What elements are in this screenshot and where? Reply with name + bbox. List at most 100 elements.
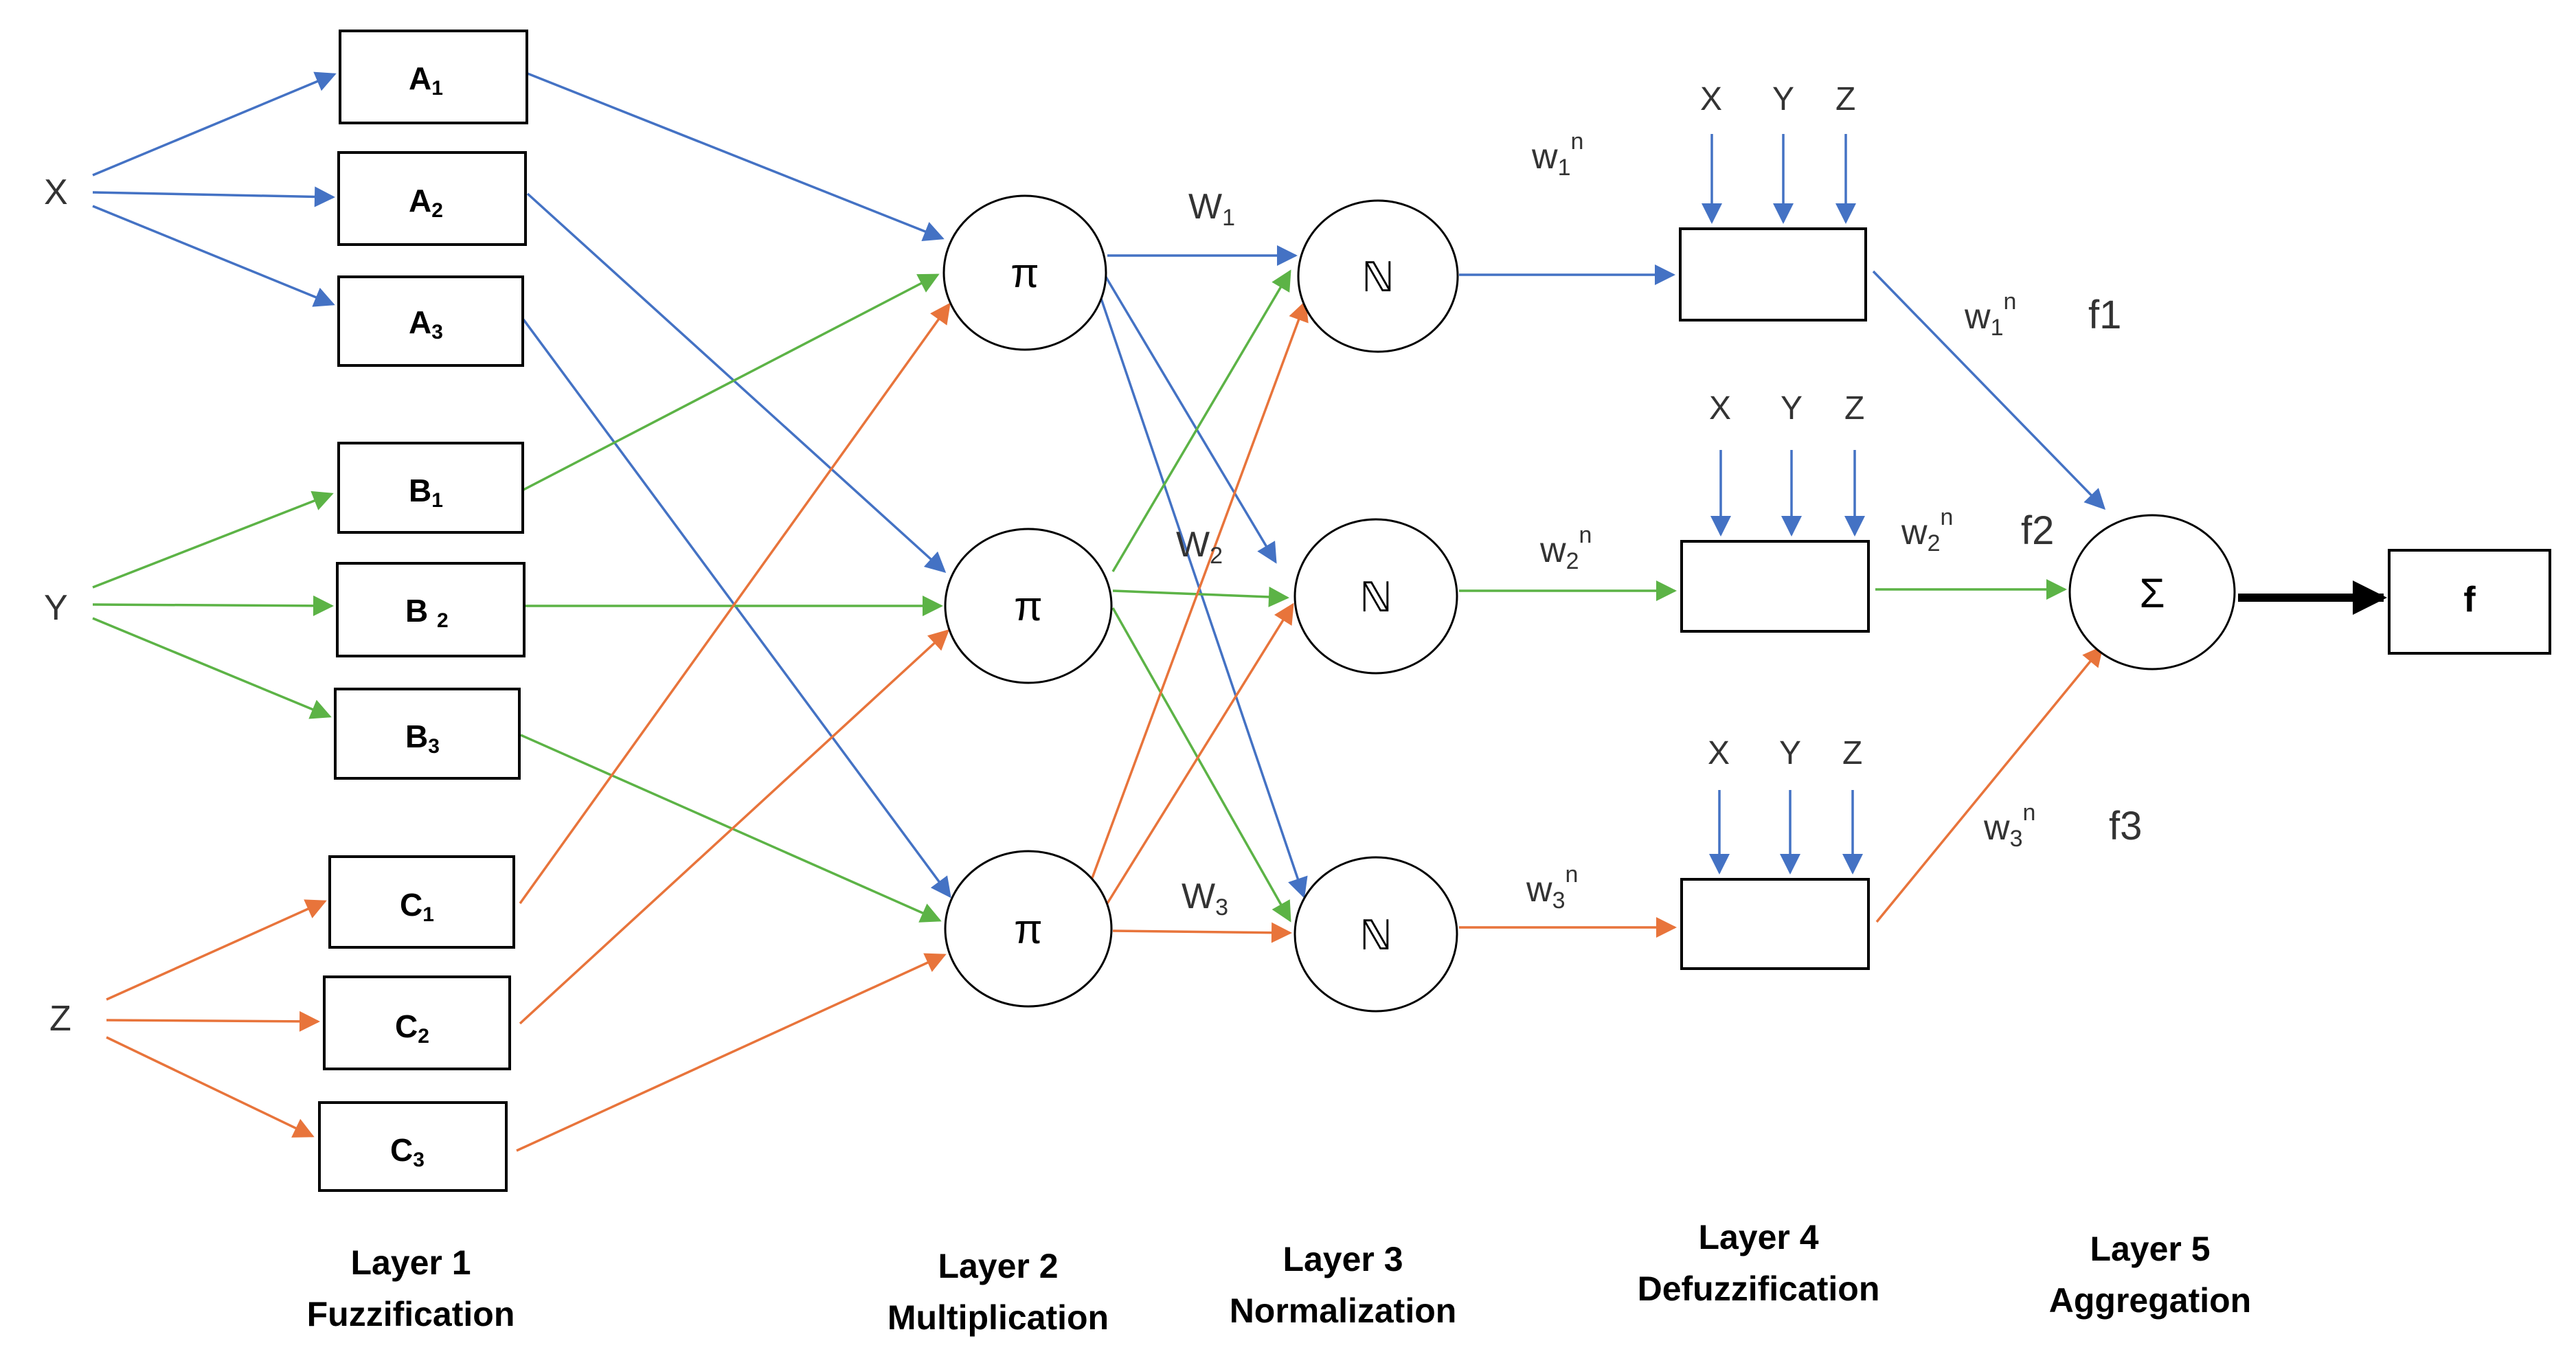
consequent-f2-label: f2 bbox=[2021, 508, 2054, 553]
sum-node-symbol: Σ bbox=[2139, 570, 2165, 616]
weight-w1n-label-a: w1n bbox=[1531, 128, 1583, 181]
edges-layer2-to-layer3 bbox=[1091, 245, 1309, 943]
mf-box-a1 bbox=[339, 30, 528, 124]
mf-a3-label: A3 bbox=[409, 304, 443, 343]
edge-c3-p3 bbox=[516, 953, 947, 1152]
input-x-label: X bbox=[44, 172, 68, 212]
mf-box-c2 bbox=[323, 975, 511, 1070]
edge-y-b1 bbox=[92, 490, 334, 589]
normalize-node-1-symbol: ℕ bbox=[1362, 254, 1394, 300]
defuzz-3-y-label: Y bbox=[1779, 735, 1801, 771]
edge-d1-sum bbox=[1872, 270, 2106, 510]
mf-box-a3 bbox=[337, 275, 524, 367]
layer5-subtitle: Aggregation bbox=[2049, 1281, 2251, 1320]
edge-z-c1 bbox=[106, 899, 327, 1001]
defuzz-1-y-label: Y bbox=[1772, 81, 1794, 117]
defuzz-box-1 bbox=[1679, 227, 1867, 321]
edge-p2-n2 bbox=[1112, 586, 1289, 607]
edge-p3-n1 bbox=[1091, 300, 1309, 879]
defuzz-box-2 bbox=[1680, 540, 1870, 633]
layer4-subtitle: Defuzzification bbox=[1638, 1270, 1880, 1308]
defuzz-3-x-label: X bbox=[1708, 735, 1730, 771]
weight-w1n-label-b: w1n bbox=[1964, 289, 2016, 341]
defuzz-2-y-label: Y bbox=[1781, 390, 1803, 427]
product-node-1 bbox=[942, 194, 1107, 351]
layer2-subtitle: Multiplication bbox=[888, 1298, 1109, 1337]
mf-b3-label: B3 bbox=[405, 719, 440, 758]
edge-a2-p2 bbox=[526, 192, 947, 574]
normalize-node-3 bbox=[1293, 856, 1458, 1013]
product-node-1-symbol: π bbox=[1010, 250, 1039, 296]
edges-input-to-layer1 bbox=[92, 71, 337, 1138]
edge-z-c2 bbox=[106, 1011, 320, 1032]
defuzz-box-3 bbox=[1680, 878, 1870, 970]
edges-xyz-to-layer4 bbox=[1702, 134, 1865, 875]
edge-p2-n1 bbox=[1111, 269, 1291, 572]
weight-w2n-label-a: w2n bbox=[1539, 522, 1592, 574]
defuzz-2-z-label: Z bbox=[1844, 390, 1864, 427]
weight-w3n-label-b: w3n bbox=[1983, 800, 2035, 852]
edge-d3-sum bbox=[1875, 645, 2103, 923]
product-node-3 bbox=[944, 850, 1113, 1008]
output-box bbox=[2388, 549, 2551, 655]
weight-w2n-label-b: w2n bbox=[1901, 504, 1953, 556]
mf-c3-label: C3 bbox=[390, 1132, 425, 1171]
layer-labels: Layer 1 Fuzzification Layer 2 Multiplica… bbox=[307, 1218, 2252, 1337]
normalize-node-3-symbol: ℕ bbox=[1359, 912, 1392, 958]
edge-p1-n3 bbox=[1096, 288, 1308, 899]
edge-z-c3 bbox=[106, 1036, 315, 1138]
layer3-subtitle: Normalization bbox=[1230, 1291, 1457, 1330]
mf-box-a2 bbox=[337, 151, 527, 246]
product-node-2-symbol: π bbox=[1014, 583, 1042, 629]
mf-c2-label: C2 bbox=[395, 1008, 429, 1048]
defuzz-3-z-label: Z bbox=[1842, 735, 1862, 771]
mf-a2-label: A2 bbox=[409, 183, 443, 222]
layer3-title: Layer 3 bbox=[1283, 1240, 1403, 1278]
product-node-3-symbol: π bbox=[1014, 906, 1042, 952]
mf-a1-label: A1 bbox=[409, 60, 443, 100]
layer3-nodes: ℕ ℕ ℕ bbox=[1293, 199, 1459, 1013]
edge-x-a2 bbox=[92, 186, 335, 207]
layer5-title: Layer 5 bbox=[2090, 1230, 2210, 1268]
weight-w2-label: W2 bbox=[1176, 525, 1223, 569]
output-label: f bbox=[2463, 580, 2476, 620]
consequent-f3-label: f3 bbox=[2109, 804, 2142, 848]
edge-a1-p1 bbox=[527, 72, 945, 241]
consequent-f1-label: f1 bbox=[2088, 293, 2121, 337]
mf-b1-label: B1 bbox=[409, 473, 443, 512]
edge-p2-n3 bbox=[1111, 607, 1291, 923]
normalize-node-2-symbol: ℕ bbox=[1359, 574, 1392, 620]
product-node-2 bbox=[944, 528, 1113, 684]
edge-x-a3 bbox=[92, 205, 335, 307]
input-z-label: Z bbox=[49, 999, 71, 1039]
layer1-title: Layer 1 bbox=[350, 1243, 471, 1282]
layer4-title: Layer 4 bbox=[1698, 1218, 1818, 1256]
weight-w1-label: W1 bbox=[1188, 187, 1235, 231]
edges-layer3-to-layer4 bbox=[1459, 264, 1677, 938]
mf-box-c3 bbox=[318, 1101, 508, 1192]
mf-b2-label: B 2 bbox=[405, 593, 449, 632]
edge-c2-p2 bbox=[519, 629, 950, 1025]
mf-box-b3 bbox=[334, 688, 521, 780]
edge-p3-n2 bbox=[1106, 602, 1294, 904]
edge-c1-p1 bbox=[519, 302, 951, 905]
mf-box-b2 bbox=[336, 562, 526, 657]
layer4-nodes: X Y Z X Y Z X Y Z bbox=[1679, 81, 1870, 970]
normalize-node-1 bbox=[1297, 199, 1459, 353]
edge-y-b2 bbox=[92, 595, 334, 616]
layer2-title: Layer 2 bbox=[938, 1247, 1058, 1285]
edge-y-b3 bbox=[92, 617, 332, 719]
layer1-nodes: A1 A2 A3 B1 B 2 B3 C1 C2 C3 bbox=[318, 30, 528, 1192]
edge-b3-p3 bbox=[520, 734, 942, 923]
mf-box-b1 bbox=[337, 442, 524, 534]
edge-p1-n2 bbox=[1103, 274, 1277, 564]
weight-w3-label: W3 bbox=[1182, 877, 1228, 921]
edges-layer1-to-layer2 bbox=[516, 72, 951, 1152]
edges-layer4-to-layer5 bbox=[1872, 270, 2106, 923]
defuzz-2-x-label: X bbox=[1709, 390, 1731, 427]
edge-b1-p1 bbox=[523, 273, 940, 491]
layer1-subtitle: Fuzzification bbox=[307, 1295, 515, 1333]
layer2-nodes: π π π bbox=[942, 194, 1113, 1008]
edge-a3-p3 bbox=[522, 318, 951, 899]
